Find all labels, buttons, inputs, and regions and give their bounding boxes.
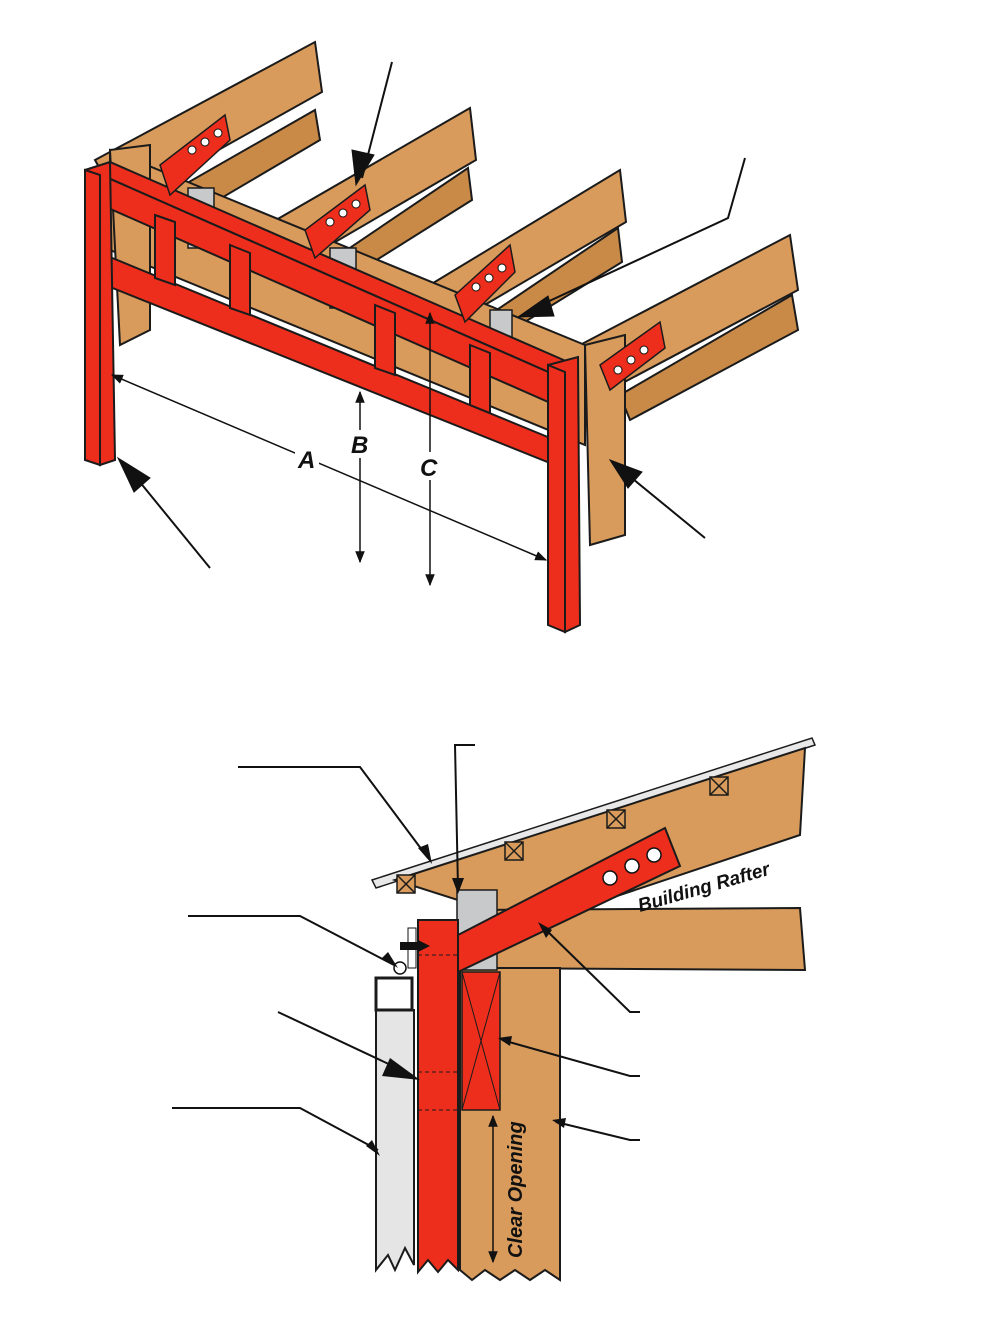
top-diagram: A B C [83,40,800,634]
dim-label-c: C [420,455,438,482]
dim-label-b: B [351,432,368,459]
leader-roof [238,766,429,859]
frame-block-1 [154,213,176,287]
frame-right-post-face [547,363,566,634]
frame-left-post-face [84,168,101,467]
callout-arrow-strap [351,149,375,187]
rafter-straps [159,113,666,392]
dim-label-a: A [297,447,315,474]
door-track-post [375,1009,415,1273]
bottom-diagram: Clear Opening Building Rafter [172,737,817,1282]
dim-a-line [110,374,548,561]
rafter-4-lower [618,293,800,422]
door-track-box [374,976,414,1012]
roof-sheathing [370,737,817,889]
clear-opening-label: Clear Opening [505,1121,527,1258]
callout-arrow-left-post [116,456,151,493]
frame-block-4 [469,343,491,415]
dimension-lines [110,311,548,587]
leader-roller [188,915,395,966]
right-wall-post [583,333,626,547]
leader-strap [541,925,640,1013]
callout-arrow-hanger [516,295,555,318]
leader-wall [555,1121,640,1141]
callout-arrow-right-post [608,459,643,489]
leader-lines [172,744,640,1151]
red-frame-post [417,919,459,1275]
lag-bolt [400,942,418,950]
leader-track [172,1107,379,1151]
strap-1 [159,113,231,197]
callout-arrow-post [382,1058,420,1080]
leader-plate [453,744,475,889]
frame-block-2 [229,243,251,317]
red-rafter-strap [457,826,682,974]
frame-block-3 [374,303,396,377]
door-roller [393,961,407,975]
leader-header [501,1039,640,1077]
